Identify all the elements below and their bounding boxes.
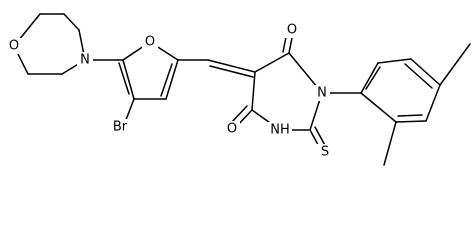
bond [360, 92, 397, 123]
bond [165, 59, 179, 100]
atom-label: S [321, 145, 329, 160]
atom-label: O [145, 35, 155, 50]
atom-nh: NH [268, 122, 292, 138]
bond-layer [13, 13, 471, 166]
atom-label: O [227, 122, 237, 137]
atom-label-layer: O N O Br O N O NH [6, 22, 333, 160]
bond [425, 84, 441, 122]
bond [160, 63, 173, 97]
atom-label: Br [113, 120, 128, 135]
atom-nitrogen-morpholine: N [77, 52, 93, 68]
bond [209, 65, 254, 78]
bond [118, 62, 130, 95]
atom-label: NH [270, 123, 290, 138]
molecule-structure-diagram: O N O Br O N O NH [6, 13, 471, 166]
bond [383, 121, 397, 166]
bond [251, 71, 256, 111]
atom-sulfur: S [317, 144, 333, 160]
bond [360, 62, 379, 94]
bond [377, 58, 412, 64]
bond [397, 114, 423, 117]
atom-bromine: Br [109, 119, 131, 135]
bond [207, 59, 256, 73]
atom-label: N [80, 53, 90, 68]
bond [395, 120, 427, 123]
bond [410, 58, 441, 86]
atom-oxygen-furan: O [142, 34, 158, 50]
bond [254, 52, 290, 73]
bond [439, 43, 471, 86]
atom-label: O [287, 23, 297, 38]
bond [122, 59, 135, 100]
atom-nitrogen-ring: N [314, 85, 330, 101]
atom-oxygen-morpholine: O [6, 38, 22, 54]
atom-oxygen-carbonyl-left: O [224, 121, 240, 137]
bond [230, 105, 248, 124]
atom-oxygen-carbonyl-top: O [284, 22, 300, 38]
atom-label: N [317, 86, 327, 101]
bond [404, 63, 433, 89]
atom-label: O [9, 39, 19, 54]
bond [63, 13, 80, 31]
bond [365, 66, 381, 90]
